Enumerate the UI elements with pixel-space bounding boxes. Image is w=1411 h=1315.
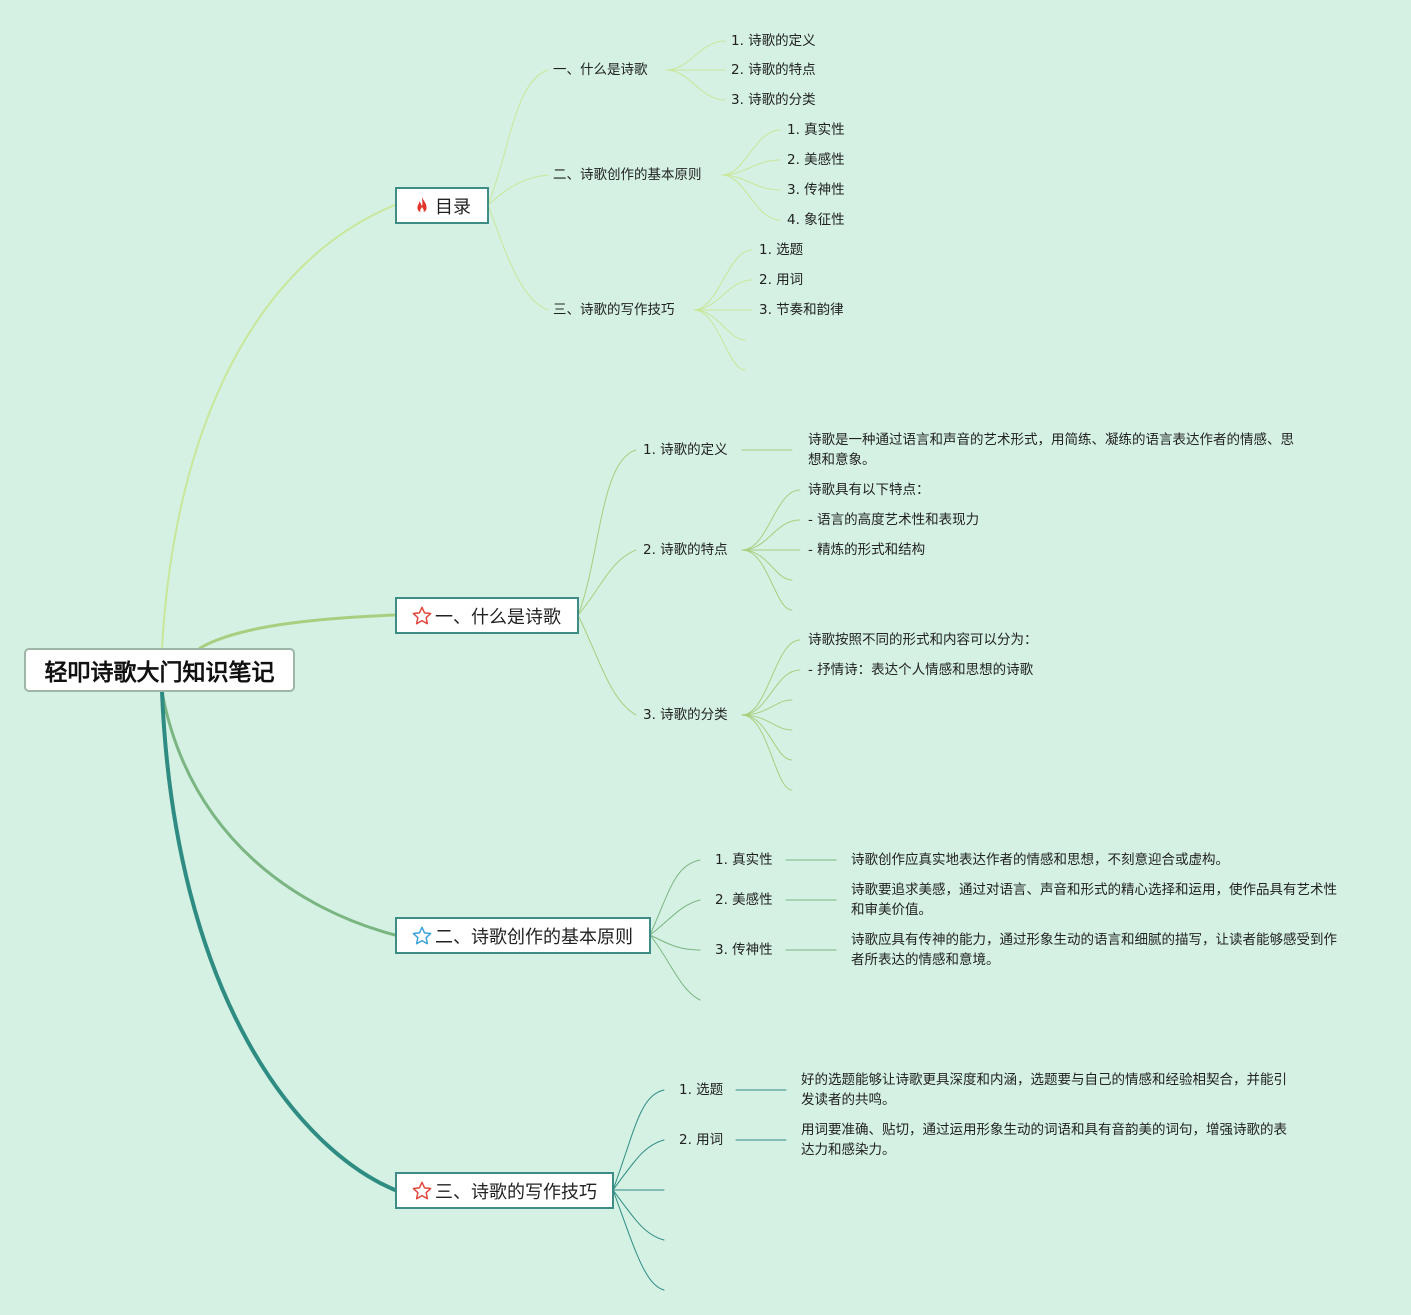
link-root-section2 <box>160 690 397 937</box>
section1-detail: 诗歌是一种通过语言和声音的艺术形式，用简练、凝练的语言表达作者的情感、思想和意象… <box>808 432 1294 468</box>
main-topic-section3[interactable]: 三、诗歌的写作技巧 <box>395 1172 614 1209</box>
main-topic-section2-label: 二、诗歌创作的基本原则 <box>435 926 633 948</box>
star-outline-icon <box>411 925 433 947</box>
star-outline-icon <box>411 605 433 627</box>
fire-icon <box>411 195 433 217</box>
toc-section-1[interactable]: 一、什么是诗歌 <box>553 62 648 78</box>
link-root-toc <box>161 204 396 649</box>
toc-item[interactable]: 1. 真实性 <box>787 122 845 138</box>
section2-detail: 诗歌应具有传神的能力，通过形象生动的语言和细腻的描写，让读者能够感受到作者所表达… <box>851 932 1337 968</box>
toc-item[interactable]: 3. 节奏和韵律 <box>759 302 844 318</box>
section1-topic[interactable]: 1. 诗歌的定义 <box>643 442 728 458</box>
toc-item[interactable]: 3. 诗歌的分类 <box>731 92 816 108</box>
section3-detail: 用词要准确、贴切，通过运用形象生动的词语和具有音韵美的词句，增强诗歌的表达力和感… <box>801 1122 1287 1158</box>
section2-topic[interactable]: 2. 美感性 <box>715 892 773 908</box>
section1-detail: 诗歌按照不同的形式和内容可以分为： <box>808 632 1038 648</box>
section3-topic[interactable]: 2. 用词 <box>679 1132 724 1148</box>
section1-detail: - 精炼的形式和结构 <box>808 542 926 558</box>
main-topic-toc-label: 目录 <box>435 196 471 218</box>
section2-detail: 诗歌创作应真实地表达作者的情感和思想，不刻意迎合或虚构。 <box>851 852 1229 868</box>
toc-item[interactable]: 2. 用词 <box>759 272 804 288</box>
toc-section-3[interactable]: 三、诗歌的写作技巧 <box>553 302 675 318</box>
section2-topic[interactable]: 3. 传神性 <box>715 942 773 958</box>
section2-detail: 诗歌要追求美感，通过对语言、声音和形式的精心选择和运用，使作品具有艺术性和审美价… <box>851 882 1337 918</box>
section2-topic[interactable]: 1. 真实性 <box>715 852 773 868</box>
section3-detail: 好的选题能够让诗歌更具深度和内涵，选题要与自己的情感和经验相契合，并能引发读者的… <box>801 1072 1287 1108</box>
main-topic-toc[interactable]: 目录 <box>395 187 489 224</box>
main-topic-section1[interactable]: 一、什么是诗歌 <box>395 597 579 634</box>
root-topic[interactable]: 轻叩诗歌大门知识笔记 <box>24 648 295 692</box>
main-topic-section2[interactable]: 二、诗歌创作的基本原则 <box>395 917 651 954</box>
main-topic-section1-label: 一、什么是诗歌 <box>435 606 561 628</box>
toc-item[interactable]: 4. 象征性 <box>787 212 845 228</box>
link-root-section3 <box>160 690 397 1192</box>
toc-item[interactable]: 1. 选题 <box>759 242 804 258</box>
root-title: 轻叩诗歌大门知识笔记 <box>44 660 275 686</box>
toc-item[interactable]: 2. 美感性 <box>787 152 845 168</box>
section1-topic[interactable]: 3. 诗歌的分类 <box>643 707 728 723</box>
toc-section-2[interactable]: 二、诗歌创作的基本原则 <box>553 167 702 183</box>
section1-topic[interactable]: 2. 诗歌的特点 <box>643 542 728 558</box>
toc-item[interactable]: 1. 诗歌的定义 <box>731 33 816 49</box>
toc-item[interactable]: 3. 传神性 <box>787 182 845 198</box>
section1-detail: - 语言的高度艺术性和表现力 <box>808 512 980 528</box>
toc-item[interactable]: 2. 诗歌的特点 <box>731 62 816 78</box>
section3-topic[interactable]: 1. 选题 <box>679 1082 724 1098</box>
main-topic-section3-label: 三、诗歌的写作技巧 <box>435 1181 597 1203</box>
section1-detail: 诗歌具有以下特点： <box>808 482 930 498</box>
star-outline-icon <box>411 1180 433 1202</box>
section1-detail: - 抒情诗：表达个人情感和思想的诗歌 <box>808 662 1034 678</box>
link-root-section1 <box>198 613 397 650</box>
